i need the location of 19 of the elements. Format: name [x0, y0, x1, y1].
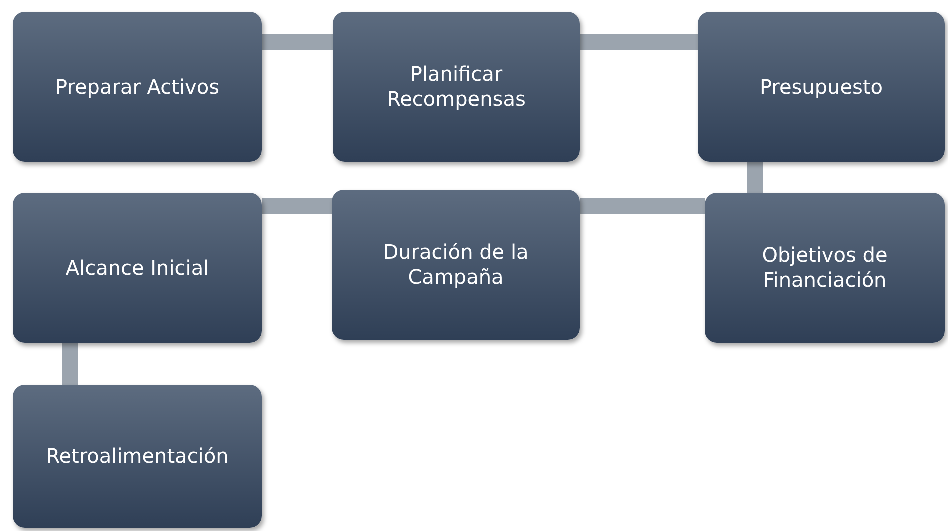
box-label: Presupuesto — [760, 74, 884, 100]
box-label: Retroalimentación — [46, 444, 229, 469]
process-box — [705, 193, 945, 343]
box-label: Objetivos de Financiación — [761, 243, 889, 293]
process-box — [333, 12, 580, 162]
box-label: Duración de la Campaña — [382, 240, 530, 290]
connector-bar — [62, 343, 78, 385]
box-label: Planificar Recompensas — [386, 62, 527, 112]
connector-bar — [580, 34, 698, 50]
process-box — [332, 190, 580, 340]
box-label: Preparar Activos — [55, 74, 220, 100]
process-box — [13, 385, 262, 528]
connector-bar — [262, 34, 333, 50]
process-box — [13, 193, 262, 343]
box-label: Alcance Inicial — [66, 256, 210, 280]
connector-bar — [580, 198, 705, 214]
process-box — [13, 12, 262, 162]
connector-bar — [747, 162, 763, 193]
process-box — [698, 12, 945, 162]
